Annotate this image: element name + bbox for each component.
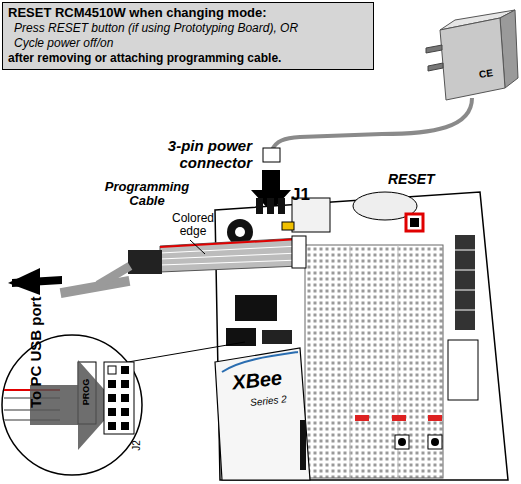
board-components <box>235 227 245 237</box>
programming-cable <box>160 260 300 265</box>
board-components <box>428 435 442 449</box>
jumper-label: J1 <box>291 186 321 205</box>
leader-line <box>190 240 205 254</box>
board-components <box>395 435 409 449</box>
power-cord <box>272 98 472 150</box>
board-components <box>398 438 406 446</box>
header-label: J2 <box>131 434 142 458</box>
inset-detail <box>121 408 129 416</box>
programming-cable <box>8 268 40 295</box>
certification-mark: CE <box>473 66 498 80</box>
board-components <box>256 198 263 214</box>
leader-line <box>128 240 245 362</box>
programming-cable <box>128 250 162 274</box>
board-components <box>392 415 406 421</box>
power-adapter <box>426 10 518 100</box>
inset-detail <box>121 422 129 430</box>
module-brand: XBee <box>231 364 303 393</box>
usb-port-label: To PC USB port <box>28 290 45 414</box>
inset-detail <box>108 408 116 416</box>
connector-marking: PROG <box>82 372 92 412</box>
prototyping-board <box>350 245 351 478</box>
note-box: RESET RCM4510W when changing mode:Press … <box>2 2 374 70</box>
inset-detail <box>121 380 129 388</box>
board-components <box>431 438 439 446</box>
edge-label: Colored edge <box>162 212 224 238</box>
board-components <box>455 310 475 311</box>
inset-detail <box>108 422 116 430</box>
inset-detail <box>108 366 116 374</box>
power-adapter <box>428 63 443 71</box>
reset-button <box>406 214 423 231</box>
board-components <box>226 328 256 346</box>
programming-cable <box>160 238 300 272</box>
prototyping-board <box>305 245 443 478</box>
note-heading: RESET RCM4510W when changing mode: <box>8 5 368 21</box>
programming-cable <box>292 236 306 268</box>
note-text: Press RESET button (if using Prototyping… <box>8 21 368 36</box>
board-components <box>355 415 369 421</box>
connector-label: 3-pin power connector <box>112 138 252 171</box>
board-components <box>455 235 475 330</box>
inset-detail <box>2 335 142 475</box>
board-components <box>455 270 475 271</box>
programming-cable <box>160 253 300 259</box>
xbee-module <box>300 420 306 470</box>
inset-detail <box>104 362 134 434</box>
programming-cable <box>8 236 306 298</box>
cable-label: Programming Cable <box>92 180 202 209</box>
board-components <box>267 198 274 214</box>
programming-cable <box>60 276 131 298</box>
board-components <box>455 250 475 251</box>
board-components <box>278 198 285 214</box>
board-components <box>262 330 292 344</box>
board-components <box>448 340 478 400</box>
power-adapter <box>440 18 505 100</box>
reset-label: RESET <box>388 172 458 187</box>
programming-cable <box>98 266 130 285</box>
inset-detail <box>108 394 116 402</box>
module-series: Series 2 <box>250 391 311 408</box>
xbee-module <box>215 348 310 480</box>
note-text: after removing or attaching programming … <box>8 51 368 66</box>
reset-button <box>410 218 419 227</box>
board-components <box>455 290 475 291</box>
programming-cable <box>160 239 300 247</box>
inset-detail <box>121 366 129 374</box>
inset-detail <box>108 380 116 388</box>
board-components <box>282 222 294 230</box>
prototyping-board <box>215 192 508 480</box>
power-cord <box>263 148 280 162</box>
note-text: Cycle power off/on <box>8 36 368 51</box>
inset-detail <box>2 335 142 475</box>
prototyping-board <box>215 192 508 480</box>
power-cord <box>263 98 472 162</box>
inset-detail <box>121 394 129 402</box>
leader-line <box>128 342 245 362</box>
xbee-module <box>215 348 310 480</box>
board-components <box>428 415 442 421</box>
power-adapter <box>426 45 442 53</box>
programming-cable <box>160 246 300 253</box>
board-components <box>235 295 277 321</box>
reset-button <box>406 214 423 231</box>
